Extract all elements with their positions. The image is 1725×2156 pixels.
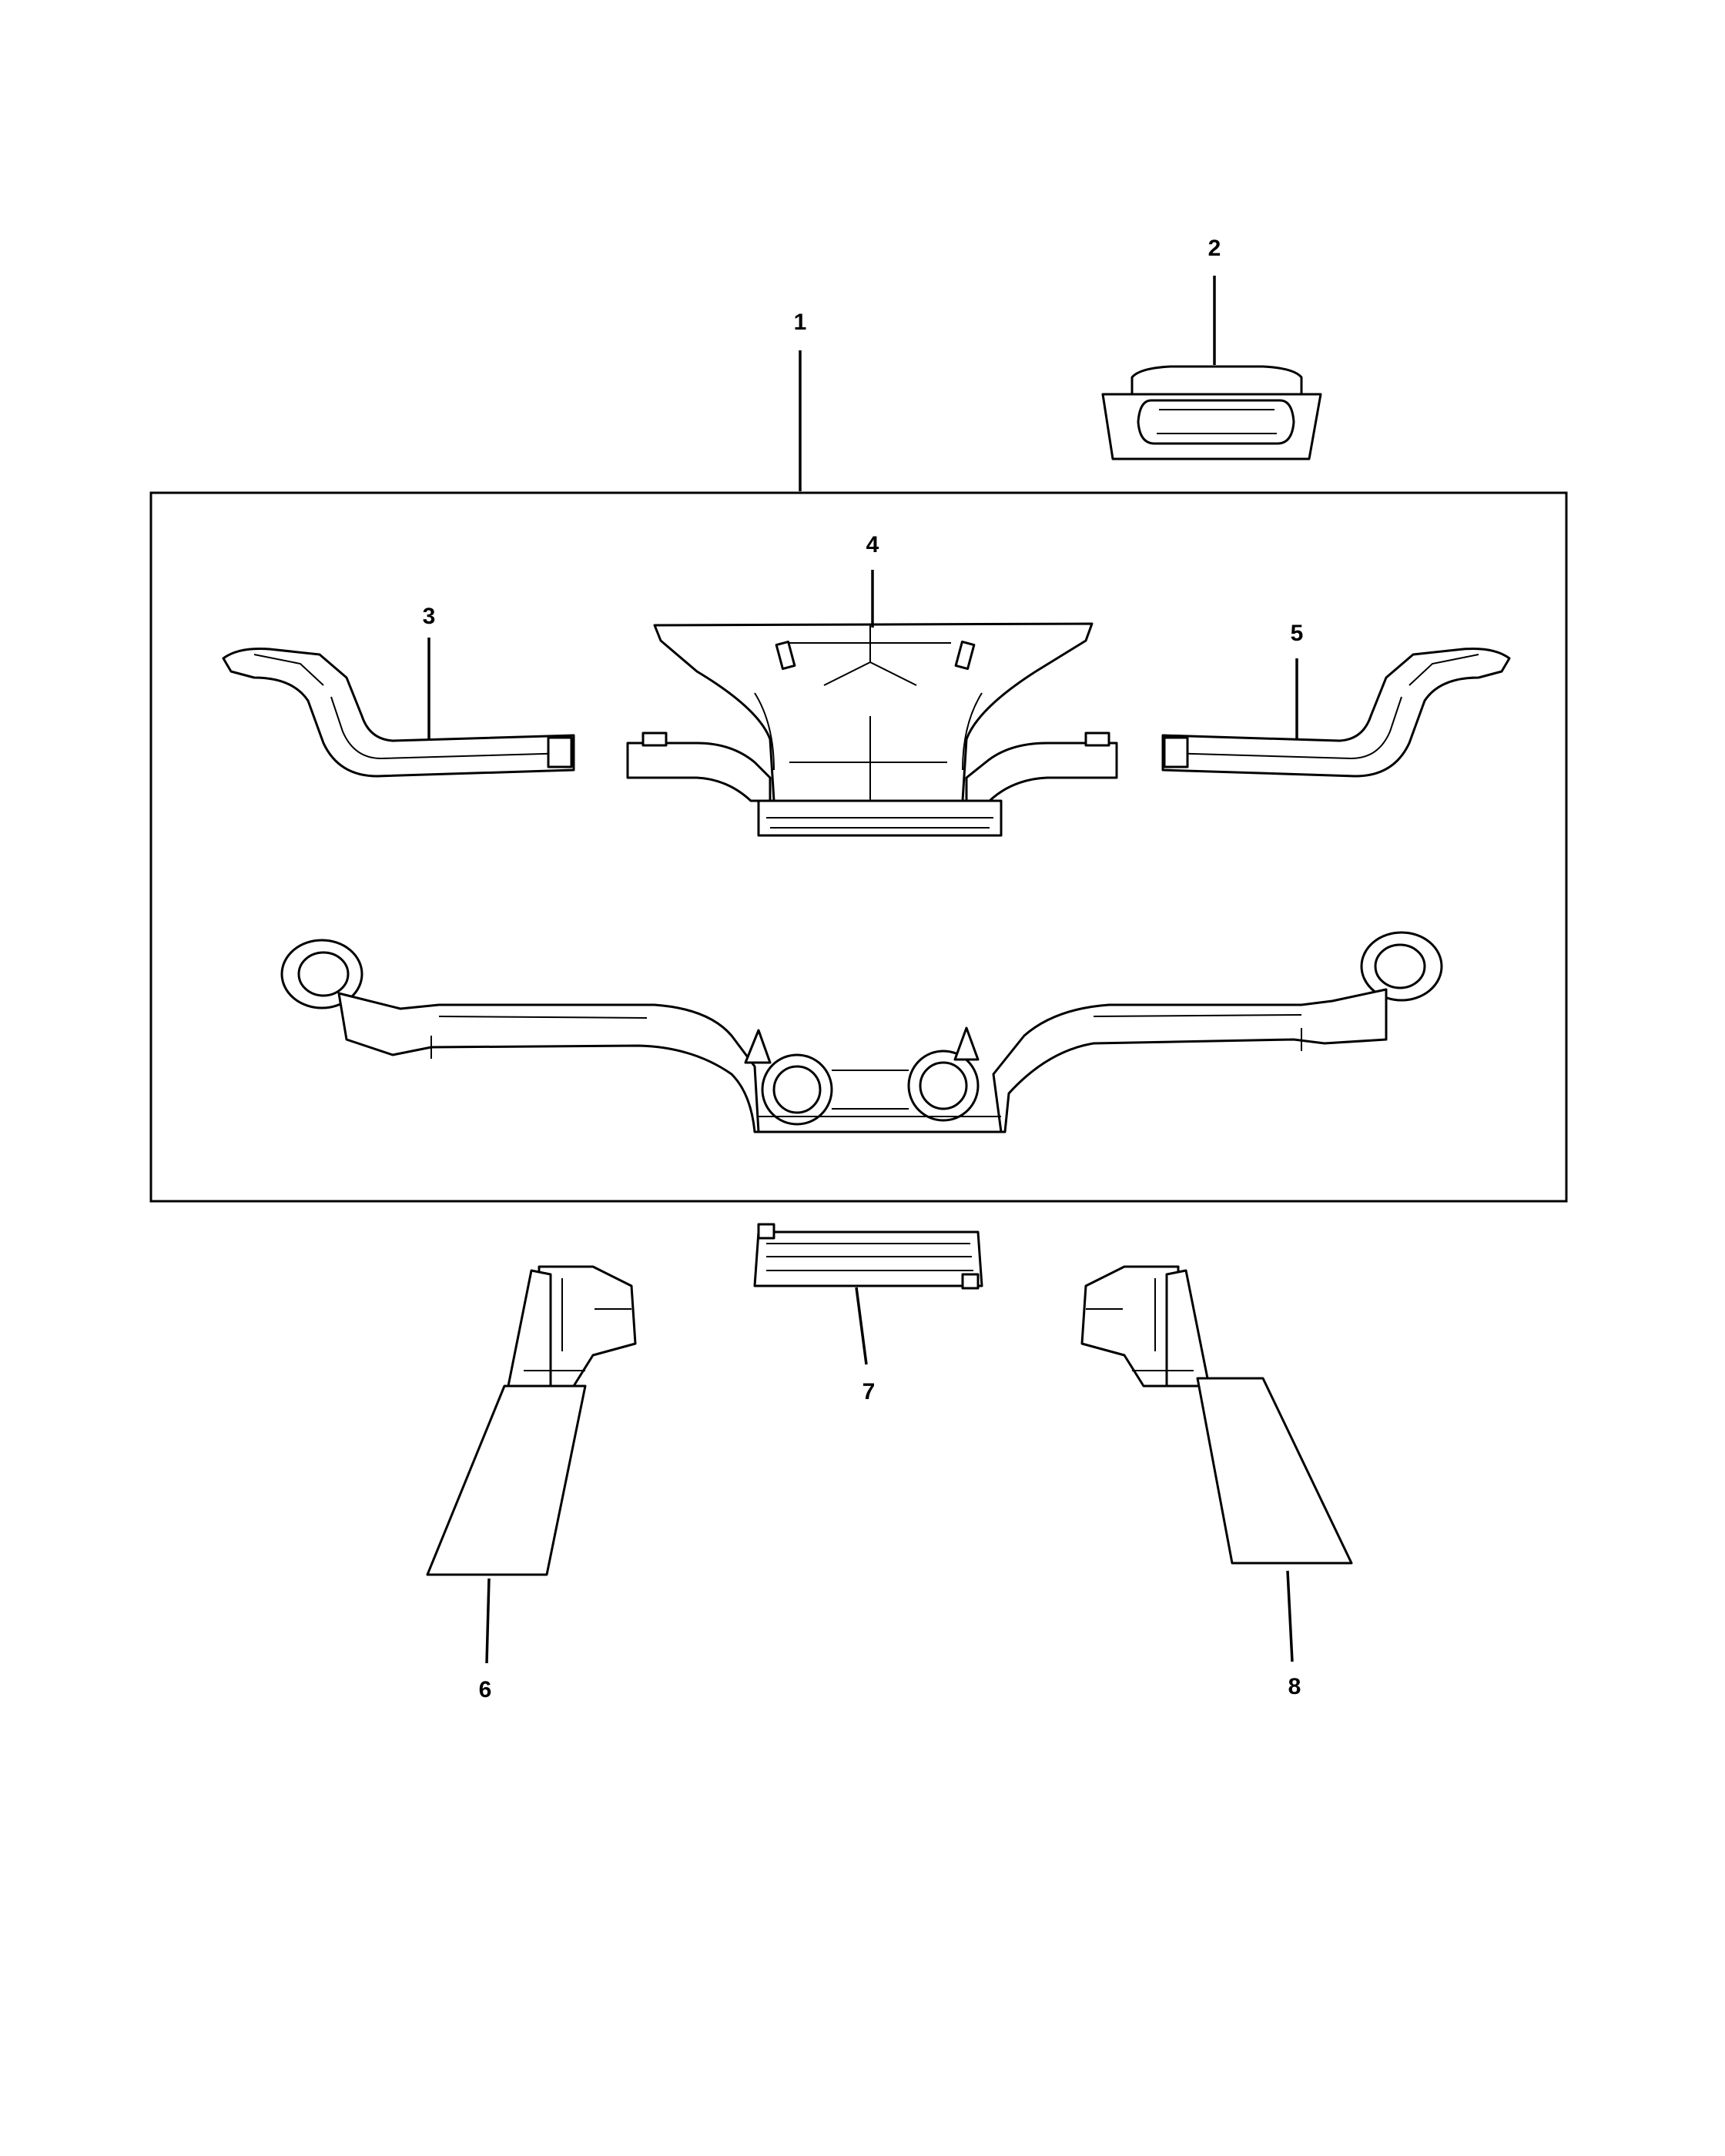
callout-7[interactable]: 7 bbox=[862, 1379, 876, 1404]
part-8-right-rear-duct[interactable] bbox=[1080, 1265, 1353, 1565]
part-6-left-rear-duct[interactable] bbox=[426, 1265, 637, 1576]
floor-duct-assembly[interactable] bbox=[280, 931, 1443, 1133]
callout-2[interactable]: 2 bbox=[1208, 236, 1221, 261]
callout-4[interactable]: 4 bbox=[866, 532, 879, 557]
callout-3[interactable]: 3 bbox=[423, 604, 436, 629]
callout-6[interactable]: 6 bbox=[479, 1677, 492, 1702]
part-2-outlet-bezel[interactable] bbox=[1101, 365, 1322, 460]
callout-1[interactable]: 1 bbox=[794, 310, 807, 335]
assembly-frame bbox=[149, 491, 1568, 1203]
leader-7 bbox=[855, 1287, 868, 1365]
leader-8 bbox=[1286, 1570, 1294, 1662]
callout-5[interactable]: 5 bbox=[1291, 621, 1304, 646]
part-3-left-duct[interactable] bbox=[222, 648, 575, 778]
leader-6 bbox=[485, 1578, 491, 1664]
callout-8[interactable]: 8 bbox=[1288, 1674, 1301, 1699]
part-5-right-duct[interactable] bbox=[1161, 648, 1511, 778]
part-4-center-duct[interactable] bbox=[626, 622, 1118, 837]
part-7-grille[interactable] bbox=[753, 1223, 983, 1290]
